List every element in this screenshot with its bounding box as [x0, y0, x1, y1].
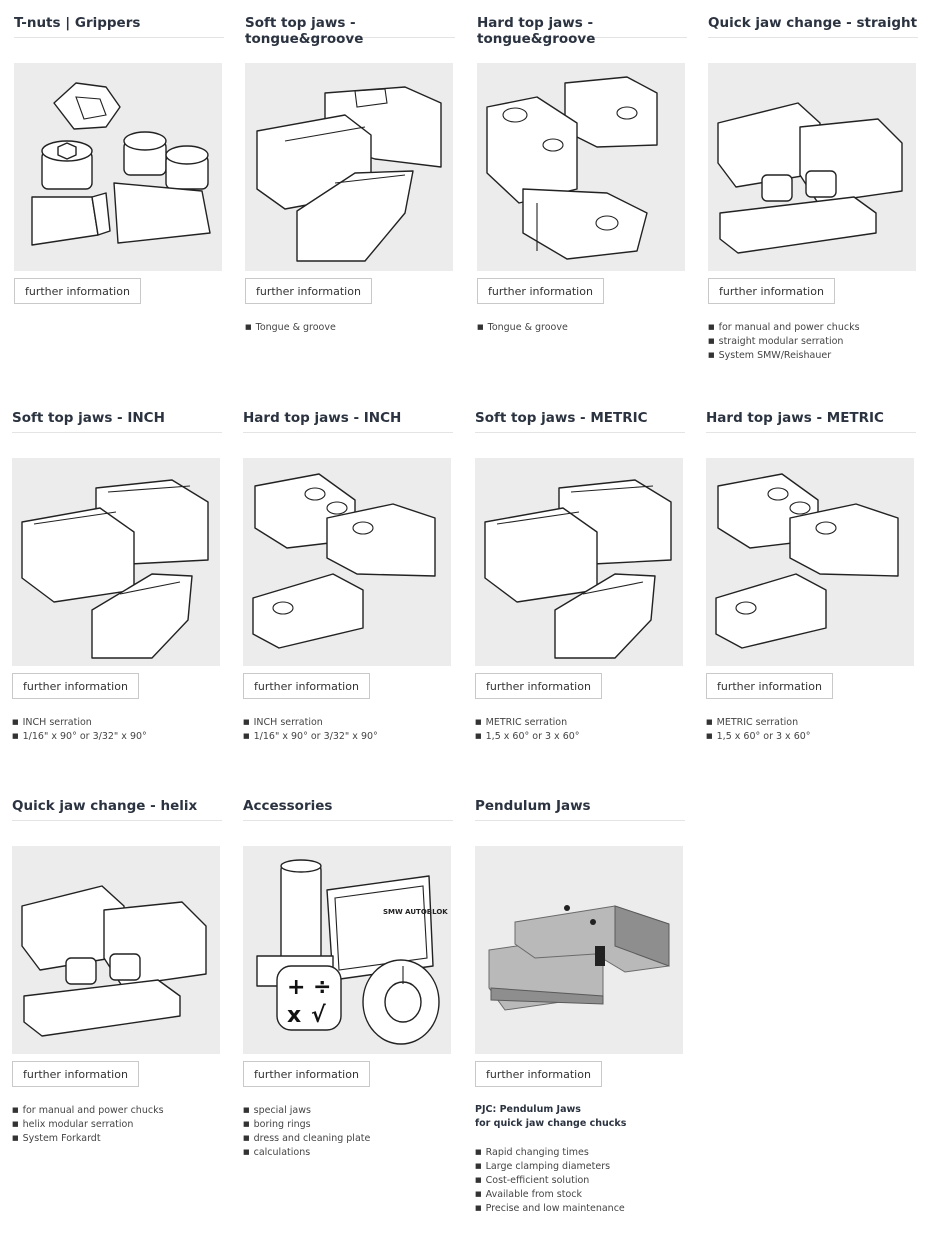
further-information-button[interactable]: further information	[475, 1061, 602, 1087]
feature-item: System Forkardt	[12, 1131, 164, 1145]
product-image-hard-top-jaws-metric[interactable]	[706, 458, 914, 666]
feature-item: dress and cleaning plate	[243, 1131, 371, 1145]
feature-list: Tongue & groove	[477, 320, 568, 334]
further-information-button[interactable]: further information	[14, 278, 141, 304]
product-image-hard-top-jaws-inch[interactable]	[243, 458, 451, 666]
card-title: Hard top jaws - INCH	[243, 407, 453, 433]
further-information-button[interactable]: further information	[245, 278, 372, 304]
product-card-hard-top-jaws-inch: Hard top jaws - INCH further information…	[243, 407, 453, 742]
product-image-soft-top-jaws-inch[interactable]	[12, 458, 220, 666]
further-information-button[interactable]: further information	[477, 278, 604, 304]
math-plus-symbol: +	[287, 975, 305, 1000]
feature-item: helix modular serration	[12, 1117, 164, 1131]
note-line-2: for quick jaw change chucks	[475, 1118, 627, 1129]
feature-item: METRIC serration	[706, 715, 811, 729]
card-title: Accessories	[243, 795, 453, 821]
product-image-accessories[interactable]: SMW AUTOBLOK + ÷ x √	[243, 846, 451, 1054]
product-image-quick-jaw-helix[interactable]	[12, 846, 220, 1054]
product-card-hard-top-jaws-metric: Hard top jaws - METRIC further informati…	[706, 407, 916, 742]
accessories-logo-text: SMW AUTOBLOK	[383, 908, 448, 916]
product-image-t-nuts[interactable]	[14, 63, 222, 271]
product-image-pendulum-jaws[interactable]	[475, 846, 683, 1054]
math-root-symbol: √	[311, 1003, 326, 1028]
feature-list: special jaws boring rings dress and clea…	[243, 1103, 371, 1159]
further-information-button[interactable]: further information	[12, 1061, 139, 1087]
product-image-soft-top-jaws-tg[interactable]	[245, 63, 453, 271]
card-title: Pendulum Jaws	[475, 795, 685, 821]
card-title: Hard top jaws - tongue&groove	[477, 12, 687, 47]
further-information-button[interactable]: further information	[706, 673, 833, 699]
card-title: T-nuts | Grippers	[14, 12, 224, 38]
product-card-soft-top-jaws-inch: Soft top jaws - INCH further information…	[12, 407, 222, 742]
feature-item: 1,5 x 60° or 3 x 60°	[475, 729, 580, 743]
product-card-soft-top-jaws-tongue-groove: Soft top jaws - tongue&groove further in…	[245, 12, 455, 333]
feature-list: for manual and power chucks helix modula…	[12, 1103, 164, 1145]
feature-item: special jaws	[243, 1103, 370, 1117]
feature-item: Large clamping diameters	[475, 1159, 625, 1173]
feature-list: Tongue & groove	[245, 320, 336, 334]
further-information-button[interactable]: further information	[708, 278, 835, 304]
further-information-button[interactable]: further information	[475, 673, 602, 699]
feature-item: 1/16" x 90° or 3/32" x 90°	[243, 729, 378, 743]
further-information-button[interactable]: further information	[12, 673, 139, 699]
feature-item: Available from stock	[475, 1187, 625, 1201]
feature-item: boring rings	[243, 1117, 370, 1131]
feature-list: for manual and power chucks straight mod…	[708, 320, 860, 362]
card-title: Quick jaw change - helix	[12, 795, 222, 821]
feature-item: 1/16" x 90° or 3/32" x 90°	[12, 729, 147, 743]
product-card-accessories: Accessories SMW AUTOBLOK + ÷ x √ further…	[243, 795, 453, 1158]
product-card-soft-top-jaws-metric: Soft top jaws - METRIC further informati…	[475, 407, 685, 742]
product-image-hard-top-jaws-tg[interactable]	[477, 63, 685, 271]
card-title: Hard top jaws - METRIC	[706, 407, 916, 433]
feature-item: Tongue & groove	[477, 320, 568, 334]
feature-list: METRIC serration 1,5 x 60° or 3 x 60°	[475, 715, 580, 743]
feature-item: 1,5 x 60° or 3 x 60°	[706, 729, 811, 743]
further-information-button[interactable]: further information	[243, 673, 370, 699]
feature-item: INCH serration	[12, 715, 147, 729]
product-card-quick-jaw-change-straight: Quick jaw change - straight further info…	[708, 12, 918, 361]
product-card-pendulum-jaws: Pendulum Jaws further information PJC: P…	[475, 795, 685, 1214]
feature-item: System SMW/Reishauer	[708, 348, 860, 362]
card-title: Soft top jaws - METRIC	[475, 407, 685, 433]
feature-item: for manual and power chucks	[708, 320, 860, 334]
feature-item: Tongue & groove	[245, 320, 336, 334]
feature-item: Precise and low maintenance	[475, 1201, 625, 1215]
card-title: Quick jaw change - straight	[708, 12, 918, 38]
feature-list: INCH serration 1/16" x 90° or 3/32" x 90…	[243, 715, 378, 743]
feature-list: Rapid changing times Large clamping diam…	[475, 1145, 625, 1215]
math-divide-symbol: ÷	[313, 975, 331, 1000]
card-title: Soft top jaws - tongue&groove	[245, 12, 455, 47]
feature-item: Rapid changing times	[475, 1145, 625, 1159]
feature-item: Cost-efficient solution	[475, 1173, 625, 1187]
feature-list: METRIC serration 1,5 x 60° or 3 x 60°	[706, 715, 811, 743]
feature-item: straight modular serration	[708, 334, 860, 348]
feature-list: INCH serration 1/16" x 90° or 3/32" x 90…	[12, 715, 147, 743]
product-card-hard-top-jaws-tongue-groove: Hard top jaws - tongue&groove further in…	[477, 12, 687, 333]
feature-item: for manual and power chucks	[12, 1103, 164, 1117]
note-line-1: PJC: Pendulum Jaws	[475, 1104, 581, 1115]
pendulum-jaws-note: PJC: Pendulum Jaws for quick jaw change …	[475, 1103, 626, 1131]
product-card-quick-jaw-change-helix: Quick jaw change - helix further informa…	[12, 795, 222, 1144]
product-image-soft-top-jaws-metric[interactable]	[475, 458, 683, 666]
product-image-quick-jaw-straight[interactable]	[708, 63, 916, 271]
feature-item: INCH serration	[243, 715, 378, 729]
card-title: Soft top jaws - INCH	[12, 407, 222, 433]
product-card-t-nuts: T-nuts | Grippers further information	[14, 12, 224, 304]
feature-item: calculations	[243, 1145, 370, 1159]
further-information-button[interactable]: further information	[243, 1061, 370, 1087]
feature-item: METRIC serration	[475, 715, 580, 729]
math-multiply-symbol: x	[287, 1003, 301, 1028]
